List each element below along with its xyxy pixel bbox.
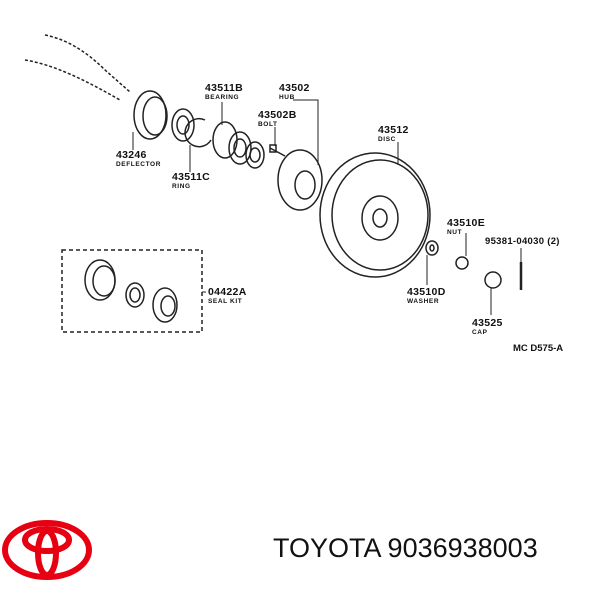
part-number: 43525	[472, 317, 503, 329]
part-number: 43511C	[172, 171, 211, 183]
seal-kit-drawing	[84, 259, 178, 323]
leader-lines	[132, 99, 522, 315]
part-name: WASHER	[407, 297, 440, 305]
part-number: 95381-04030 (2)	[485, 236, 560, 247]
washer-drawing	[425, 240, 439, 256]
disc-drawing	[319, 152, 431, 278]
part-name: HUB	[279, 93, 295, 101]
part-number: 43502	[279, 82, 310, 94]
bearing-drawing	[171, 108, 265, 169]
part-number: 43502B	[258, 109, 297, 121]
part-name: BEARING	[205, 93, 240, 101]
part-number: 43512	[378, 124, 409, 136]
part-name: DEFLECTOR	[116, 160, 162, 168]
part-name: CAP	[472, 328, 488, 336]
part-name: BOLT	[258, 120, 278, 128]
part-number: 43511B	[205, 82, 244, 94]
hub-drawing	[277, 149, 323, 211]
part-name: RING	[172, 182, 191, 190]
nut-drawing	[455, 256, 469, 270]
deflector-drawing	[133, 90, 168, 140]
part-name: SEAL KIT	[208, 297, 243, 305]
part-number: 43510D	[407, 286, 446, 298]
bolt-drawing	[269, 144, 286, 157]
part-name: DISC	[378, 135, 396, 143]
footer-part-title: TOYOTA 9036938003	[273, 533, 538, 564]
part-name: NUT	[447, 228, 463, 236]
brand-name: TOYOTA	[273, 533, 381, 563]
toyota-logo	[2, 520, 92, 580]
diagram-code: MC D575-A	[513, 343, 564, 354]
part-number-title: 9036938003	[387, 533, 538, 563]
part-number: 43510E	[447, 217, 486, 229]
part-label-stud: 95381-04030 (2)	[485, 237, 560, 247]
hand-sketch	[24, 34, 131, 101]
cap-drawing	[484, 271, 502, 289]
seal-kit-box	[61, 249, 203, 333]
part-number: 04422A	[208, 286, 247, 298]
part-number: 43246	[116, 149, 147, 161]
